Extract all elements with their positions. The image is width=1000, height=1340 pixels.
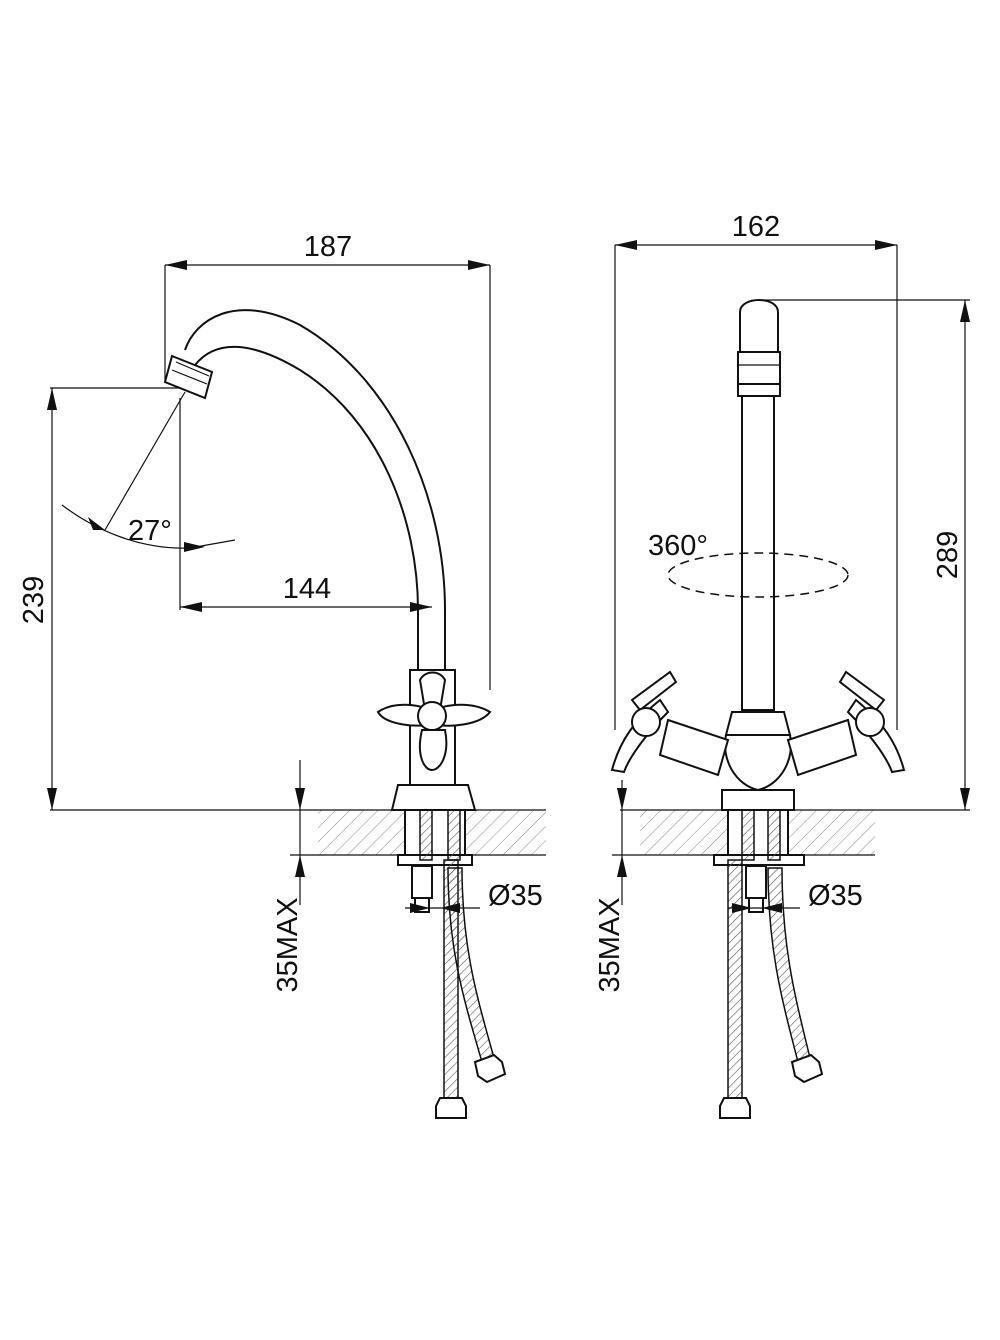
dim-front-height-label: 289 — [932, 531, 964, 579]
front-spout — [737, 299, 781, 711]
dim-front-hole: Ø35 — [728, 880, 863, 913]
dim-front-max: 35MAX — [594, 780, 640, 993]
dim-side-height-label: 239 — [18, 576, 50, 624]
front-body — [610, 670, 906, 811]
dim-side-max-label: 35MAX — [272, 897, 304, 992]
dim-front-hole-label: Ø35 — [808, 880, 863, 912]
side-spout — [163, 309, 446, 670]
dim-front-width-label: 162 — [732, 211, 780, 243]
dim-side-max: 35MAX — [272, 760, 318, 993]
countertop-left — [50, 809, 546, 856]
dim-side-width: 187 — [164, 231, 491, 690]
front-hoses — [719, 859, 824, 1119]
dim-front-max-label: 35MAX — [594, 897, 626, 992]
front-rotation: 360° — [648, 530, 849, 598]
dim-front-width: 162 — [614, 211, 898, 730]
dim-side-height: 239 — [18, 387, 180, 810]
dim-side-width-label: 187 — [304, 231, 352, 263]
side-hoses — [435, 859, 507, 1119]
dim-side-angle-label: 27° — [128, 515, 172, 547]
dim-side-reach: 144 — [179, 398, 432, 612]
dim-side-angle: 27° — [61, 391, 236, 552]
dim-front-rotation-label: 360° — [648, 530, 708, 562]
front-mounting — [713, 809, 805, 913]
dim-side-hole-label: Ø35 — [488, 880, 543, 912]
front-view: 360° — [594, 211, 970, 1119]
dim-side-hole: Ø35 — [405, 880, 543, 913]
dim-side-reach-label: 144 — [283, 573, 331, 605]
side-view: 187 144 239 27° — [18, 231, 546, 1119]
dim-front-height: 289 — [760, 299, 970, 811]
side-body — [376, 669, 492, 811]
